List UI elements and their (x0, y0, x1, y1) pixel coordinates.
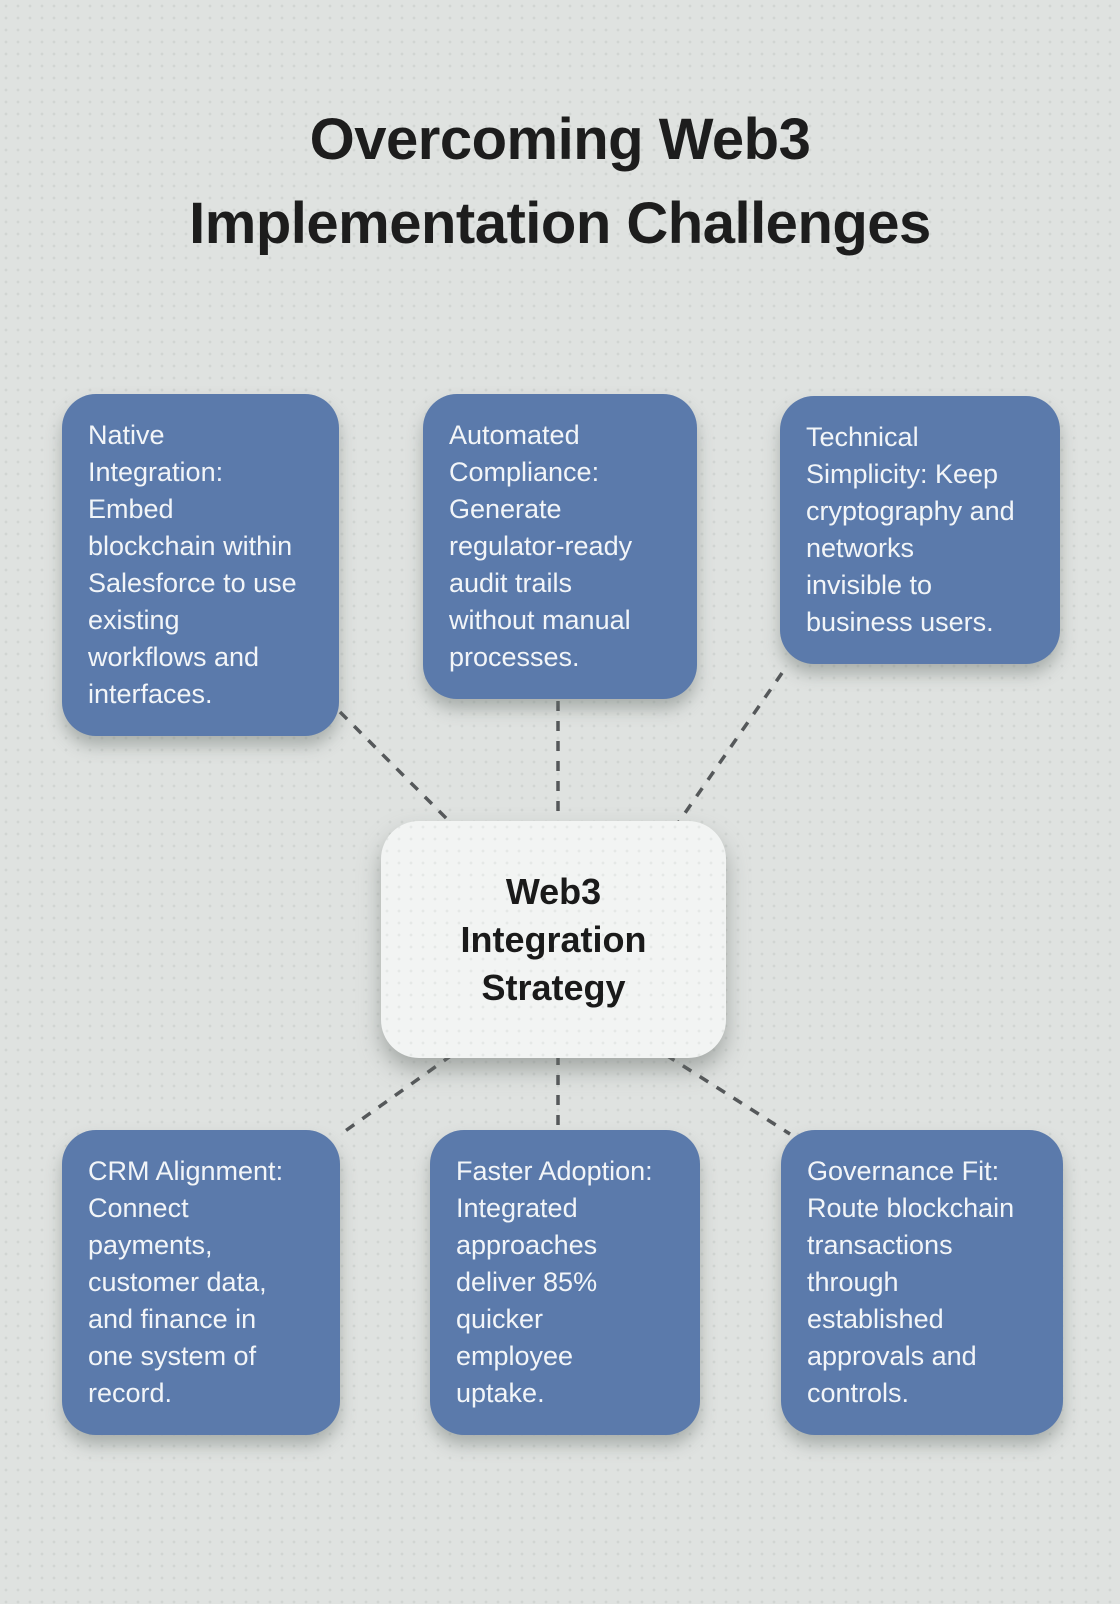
connector-bottom-right (665, 1053, 791, 1136)
node-faster-adoption: Faster Adoption: Integrated approaches d… (430, 1130, 700, 1435)
node-technical-simplicity: Technical Simplicity: Keep cryptography … (780, 396, 1060, 664)
node-crm-alignment: CRM Alignment: Connect payments, custome… (62, 1130, 340, 1435)
node-native-integration-text: Native Integration: Embed blockchain wit… (88, 420, 297, 709)
node-native-integration: Native Integration: Embed blockchain wit… (62, 394, 339, 736)
page-title: Overcoming Web3 Implementation Challenge… (189, 107, 931, 256)
node-automated-compliance: Automated Compliance: Generate regulator… (423, 394, 697, 699)
center-node: Web3 Integration Strategy (381, 821, 726, 1058)
connector-bottom-left (339, 1053, 454, 1136)
node-automated-compliance-text: Automated Compliance: Generate regulator… (449, 420, 633, 672)
node-faster-adoption-text: Faster Adoption: Integrated approaches d… (456, 1156, 653, 1408)
node-technical-simplicity-text: Technical Simplicity: Keep cryptography … (806, 422, 1015, 637)
center-node-label: Web3 Integration Strategy (460, 870, 647, 1008)
node-governance-fit-text: Governance Fit: Route blockchain transac… (807, 1156, 1015, 1408)
connector-top-right (674, 672, 784, 827)
connector-top-left (338, 710, 454, 826)
node-governance-fit: Governance Fit: Route blockchain transac… (781, 1130, 1063, 1435)
node-crm-alignment-text: CRM Alignment: Connect payments, custome… (88, 1156, 284, 1408)
